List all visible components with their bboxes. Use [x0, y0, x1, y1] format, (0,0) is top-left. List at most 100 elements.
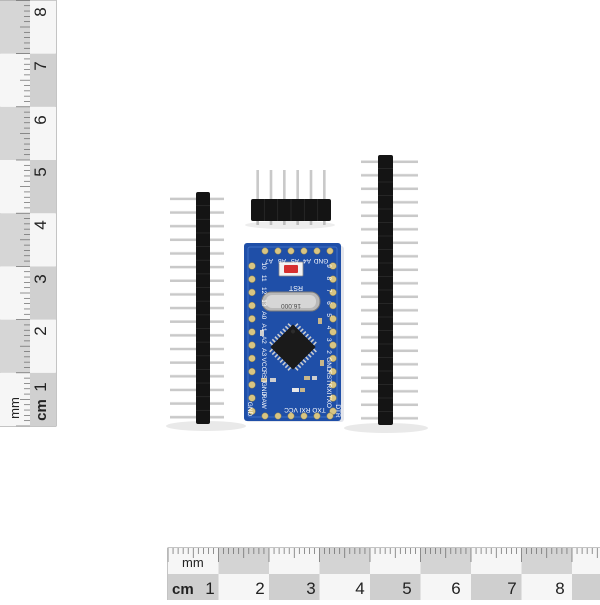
- ruler-v-num-8: 8: [31, 7, 50, 16]
- crystal-top: [266, 295, 316, 308]
- board-pads: [248, 247, 337, 420]
- board-label-bottom: TXO: [312, 406, 325, 413]
- chip-leg: [282, 361, 287, 366]
- chip-leg: [269, 341, 274, 346]
- board-pad-left: [248, 381, 256, 389]
- board-label-bottom: DTR: [334, 404, 341, 418]
- ruler-v-cm-block: [30, 372, 56, 426]
- pin-header-right-segments: [378, 168, 393, 412]
- board-pad-left: [248, 354, 256, 363]
- pin-header-left-body: [196, 192, 210, 424]
- ruler-v-cm-block: [30, 266, 56, 320]
- chip-leg: [310, 351, 315, 356]
- board-pad-right: [329, 394, 337, 402]
- chip-leg: [274, 353, 279, 358]
- board-label-right: 9: [325, 264, 332, 268]
- chip-leg: [299, 328, 304, 333]
- board-pad-top: [313, 247, 321, 255]
- board-label-left: 12: [260, 287, 267, 295]
- header-pin-stub: [256, 221, 259, 225]
- board-pad-right: [329, 354, 337, 363]
- smd-components: [260, 318, 324, 392]
- ruler-h-unit-mm: mm: [182, 555, 204, 570]
- board-label-top: A7: [265, 257, 273, 264]
- board-pad-right: [329, 367, 337, 376]
- board-pad-right: [329, 341, 337, 349]
- chip-leg: [276, 356, 281, 361]
- header-pin-stub: [309, 221, 313, 225]
- ruler-h-num-5: 5: [402, 579, 411, 598]
- board-pad-right: [329, 328, 337, 336]
- board-pad-bottom: [313, 412, 321, 420]
- reset-button: [284, 265, 298, 273]
- board-label-right: 3: [325, 338, 332, 342]
- board-label-left: A1: [260, 324, 267, 332]
- chip-leg: [279, 330, 284, 335]
- pin-header-top-pins: [256, 170, 326, 225]
- header-pin: [309, 170, 313, 200]
- ruler-h-num-8: 8: [555, 579, 564, 598]
- chip-leg: [312, 341, 317, 346]
- chip-leg: [297, 364, 302, 369]
- ruler-v-cm-block: [30, 319, 56, 373]
- board-pad-left: [248, 394, 256, 402]
- ruler-horizontal-ticks: [167, 548, 598, 562]
- reset-label: RST: [288, 284, 303, 291]
- board-pad-bottom: [300, 412, 308, 420]
- board-label-right: GND: [325, 357, 332, 372]
- board-label-right: TXO: [325, 395, 332, 408]
- ruler-v-num-1: 1: [31, 382, 50, 391]
- chip-leg: [302, 330, 307, 335]
- board-label-right: 4: [325, 326, 332, 330]
- board-pad-bottom: [261, 412, 269, 420]
- chip-leg: [299, 361, 304, 366]
- chip-leg: [310, 338, 315, 343]
- header-pin: [296, 170, 299, 200]
- ruler-v-cm-block: [30, 160, 56, 214]
- board-label-bottom: GND: [246, 402, 253, 417]
- board-labels-bottom: GND VCC RXI TXO DTR: [246, 402, 341, 418]
- chip-leg: [284, 325, 289, 330]
- board-pad-top: [274, 247, 282, 255]
- chip-leg: [271, 338, 276, 343]
- ruler-h-unit-cm: cm: [172, 581, 194, 598]
- chip-legs: [269, 323, 317, 371]
- board-label-left: A3: [260, 348, 267, 356]
- chip-leg: [287, 366, 292, 371]
- ruler-vertical: 1 2 3 4 5 6 7 8 mm cm: [0, 0, 57, 427]
- chip-leg: [294, 366, 299, 371]
- board-label-left: A2: [260, 336, 267, 344]
- ruler-h-num-4: 4: [355, 579, 364, 598]
- chip-leg: [271, 351, 276, 356]
- ruler-v-unit-cm: cm: [33, 399, 50, 421]
- ruler-v-num-7: 7: [31, 61, 50, 70]
- board-pad-left: [248, 367, 256, 376]
- ruler-h-num-7: 7: [507, 579, 516, 598]
- board-pad-right: [329, 301, 337, 310]
- pin-header-top-segments: [263, 199, 319, 221]
- ruler-h-mm-block: [572, 548, 600, 574]
- ruler-v-cm-block: [30, 213, 56, 267]
- chip-leg: [282, 328, 287, 333]
- board-pad-top: [300, 247, 308, 255]
- chip-leg: [287, 323, 292, 328]
- ruler-vertical-blocks: [0, 0, 56, 426]
- board-pad-right: [329, 288, 337, 297]
- ruler-h-cm-block: [370, 574, 421, 600]
- board-pad-left: [248, 328, 256, 336]
- ruler-h-cm-block: [168, 574, 219, 600]
- crystal-marking: 16.000: [281, 302, 301, 309]
- chip-leg: [302, 359, 307, 363]
- chip-leg: [274, 336, 279, 341]
- chip-leg: [307, 353, 312, 358]
- chip-leg: [279, 359, 284, 363]
- board-label-left: 10: [260, 262, 267, 270]
- ruler-v-unit-mm: mm: [7, 397, 22, 419]
- board-label-left: RST: [260, 370, 267, 383]
- board-label-left: 13: [260, 299, 267, 307]
- board-label-bottom: VCC: [284, 406, 298, 413]
- pro-mini-board: RST 16.000 GND A4 A5 A6: [244, 243, 344, 422]
- ruler-horizontal-blocks: [168, 548, 600, 600]
